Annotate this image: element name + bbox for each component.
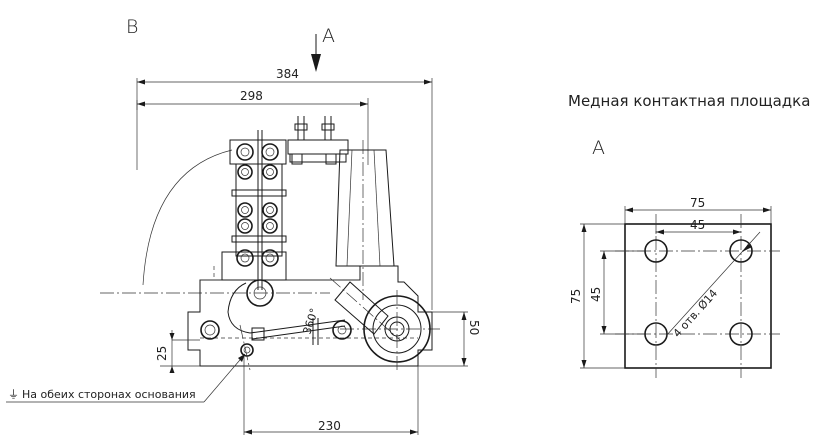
dimension-label-298: 298 xyxy=(240,89,263,103)
pad-dimension-45-vertical xyxy=(600,250,645,335)
copper-pad-outline xyxy=(624,223,772,369)
bolt-stack-left xyxy=(236,143,254,267)
ground-bolt xyxy=(240,343,254,357)
pad-label-45-vertical: 45 xyxy=(589,287,603,302)
dimension-label-25: 25 xyxy=(155,346,169,361)
inclined-arm xyxy=(334,281,389,335)
dimension-298 xyxy=(136,98,369,165)
swing-arc xyxy=(142,149,233,286)
dimension-384 xyxy=(136,78,433,310)
pad-label-45-horizontal: 45 xyxy=(690,218,705,232)
dimension-label-384: 384 xyxy=(276,67,299,81)
ground-note: На обеих сторонах основания xyxy=(22,388,196,401)
section-view-label-a: A xyxy=(592,137,605,159)
ground-symbol-icon: ⏚ xyxy=(8,388,19,401)
bolt-stack-right xyxy=(261,143,279,267)
ground-note-leader xyxy=(6,353,246,403)
view-label-b: B xyxy=(126,16,138,38)
pad-label-75-vertical: 75 xyxy=(569,289,583,304)
top-bracket xyxy=(287,139,349,155)
pad-label-75-horizontal: 75 xyxy=(690,196,705,210)
dimension-25 xyxy=(160,330,200,373)
view-arrow-label-a: A xyxy=(322,25,335,47)
dimension-230 xyxy=(243,356,419,435)
column xyxy=(335,149,395,267)
pad-dimension-45-horizontal xyxy=(655,228,741,235)
section-title: Медная контактная площадка xyxy=(568,92,810,110)
pivot xyxy=(246,279,274,307)
copper-pad-view xyxy=(615,214,780,378)
dimension-label-230: 230 xyxy=(318,419,341,433)
mechanism-front-view xyxy=(100,116,440,372)
holes-note: 4 отв. Ø14 xyxy=(671,287,721,340)
dimension-50 xyxy=(418,311,468,367)
pad-dimension-75-horizontal xyxy=(624,206,772,224)
pad-hole xyxy=(729,322,753,346)
view-arrow-a xyxy=(311,34,321,72)
pad-dimension-75-vertical xyxy=(580,223,625,369)
pad-hole xyxy=(729,239,753,263)
dimension-label-50: 50 xyxy=(467,320,481,335)
